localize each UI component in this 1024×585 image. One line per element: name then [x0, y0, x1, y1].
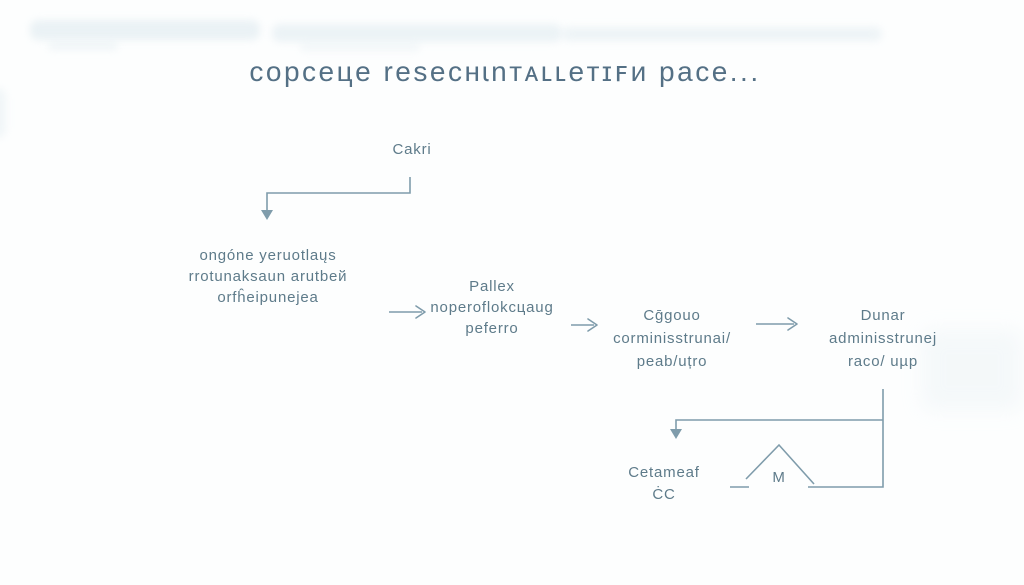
arrowhead-right-icon — [587, 318, 598, 332]
node-m: M — [772, 469, 785, 486]
node-text-line: Pallex — [469, 278, 515, 295]
node-text-line: Cḡgouo — [643, 307, 701, 324]
arrowhead-down-icon — [261, 210, 273, 220]
arrowhead-right-icon — [787, 317, 798, 331]
node-text-line: peferro — [465, 320, 519, 337]
background-smudge — [48, 42, 118, 50]
background-smudge — [30, 20, 260, 40]
node-text-line: rrotunaksaun arutbeй — [188, 268, 348, 285]
node-cakri: Cakri — [392, 141, 431, 158]
arrowhead-down-icon — [670, 429, 682, 439]
node-text-line: Dunar — [860, 307, 906, 324]
connector-dunar-to-cetameaf — [675, 419, 883, 430]
background-smudge — [300, 44, 420, 51]
background-smudge — [922, 330, 1022, 410]
node-text-line: ĊC — [652, 486, 676, 503]
node-text-line: raco/ uµp — [847, 353, 919, 370]
node-text-line: orfĥeipuneјea — [217, 289, 319, 306]
node-text-line: noperoflokcцaug — [430, 299, 554, 316]
node-text-line: ongóne yeruotlaųs — [199, 247, 337, 264]
node-text-line: corminisstrunai/ — [613, 330, 731, 347]
node-pallex: Pallex noperoflokcцaug peferro — [430, 276, 553, 339]
node-dunar: Dunar adminisstrunej raco/ uµp — [829, 304, 937, 373]
node-cggouo: Cḡgouo corminisstrunai/ peab/uțro — [613, 304, 731, 373]
node-cakri-label: Cakri — [392, 141, 432, 158]
node-left-process: ongóne yeruotlaųs rrotunaksaun arutbeй o… — [189, 245, 348, 308]
background-smudge — [0, 88, 6, 138]
connector-dunar-to-bottom-shape — [808, 389, 884, 488]
diagram-title: copceцe resecнɩnᴛᴀʟʟeᴛɪꜰи pace... — [249, 56, 761, 87]
node-m-label: M — [772, 469, 786, 486]
background-smudge — [562, 27, 882, 41]
arrowhead-right-icon — [415, 305, 426, 319]
node-cetameaf: Cetameaf ĊC — [628, 462, 699, 506]
bottom-shape-roof-icon — [745, 443, 815, 485]
node-text-line: peab/uțro — [636, 353, 708, 370]
background-smudge — [272, 24, 562, 42]
connector-cakri-to-left-block — [266, 177, 411, 211]
node-text-line: adminisstrunej — [829, 330, 937, 347]
node-text-line: Cetameaf — [628, 464, 700, 481]
